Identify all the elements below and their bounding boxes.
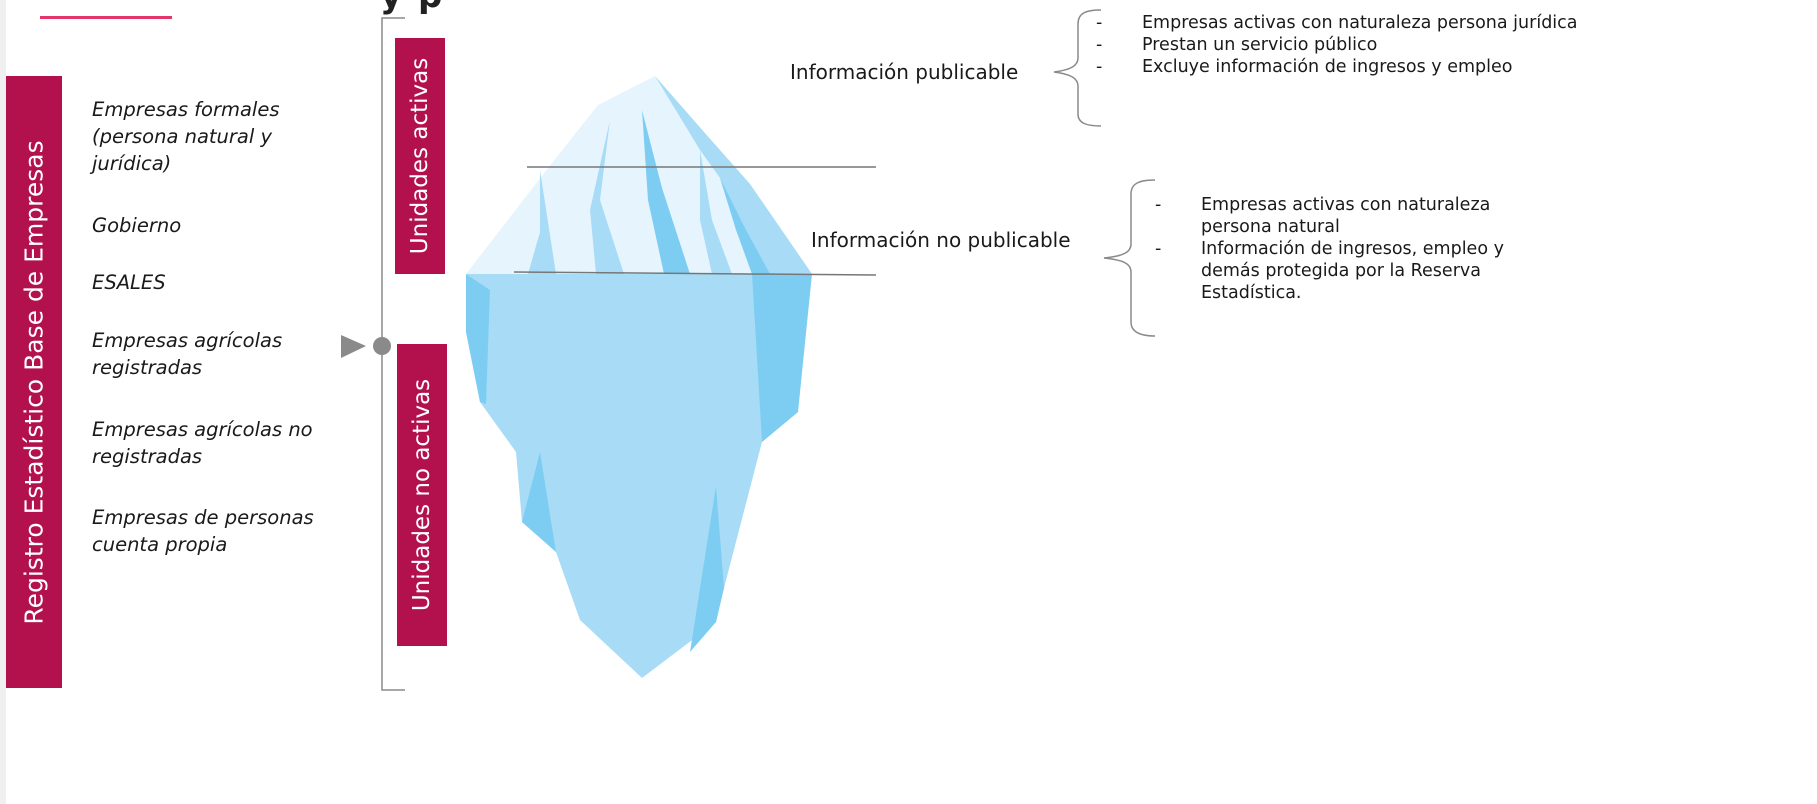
- accent-line: [40, 16, 172, 19]
- category-item-cuenta-propia: Empresas de personas cuenta propia: [92, 506, 314, 556]
- registry-label-box: Registro Estadístico Base de Empresas: [6, 76, 62, 688]
- left-rail: [0, 0, 6, 804]
- non-publishable-bullet: -Empresas activas con naturaleza persona…: [1155, 195, 1491, 237]
- inactive-units-box: Unidades no activas: [397, 344, 447, 646]
- category-item-gobierno: Gobierno: [92, 214, 182, 237]
- iceberg-underwater: [466, 274, 812, 678]
- iceberg-tip: [466, 76, 812, 274]
- pointer-arrow-icon: [341, 335, 366, 358]
- publishable-bullet: -Empresas activas con naturaleza persona…: [1096, 13, 1578, 33]
- non-publishable-bullet-list: -Empresas activas con naturaleza persona…: [1155, 194, 1565, 304]
- publishable-bullet: -Excluye información de ingresos y emple…: [1096, 57, 1513, 77]
- active-units-box: Unidades activas: [395, 38, 445, 274]
- publishable-bullet-list: -Empresas activas con naturaleza persona…: [1096, 12, 1806, 78]
- category-item-agricolas-no-registradas: Empresas agrícolas no registradas: [92, 418, 313, 468]
- non-publishable-label: Información no publicable: [811, 228, 1071, 252]
- publishable-bullet: -Prestan un servicio público: [1096, 35, 1378, 55]
- category-item-esales: ESALES: [92, 271, 166, 294]
- category-item-formales: Empresas formales (persona natural y jur…: [92, 98, 280, 175]
- category-item-agricolas-registradas: Empresas agrícolas registradas: [92, 329, 283, 379]
- non-publishable-level-line: [513, 271, 877, 276]
- non-publishable-bullet: -Información de ingresos, empleo y demás…: [1155, 239, 1504, 303]
- units-bracket: [381, 17, 405, 691]
- publishable-label: Información publicable: [790, 60, 1019, 84]
- page-title-fragment: y p: [380, 0, 444, 16]
